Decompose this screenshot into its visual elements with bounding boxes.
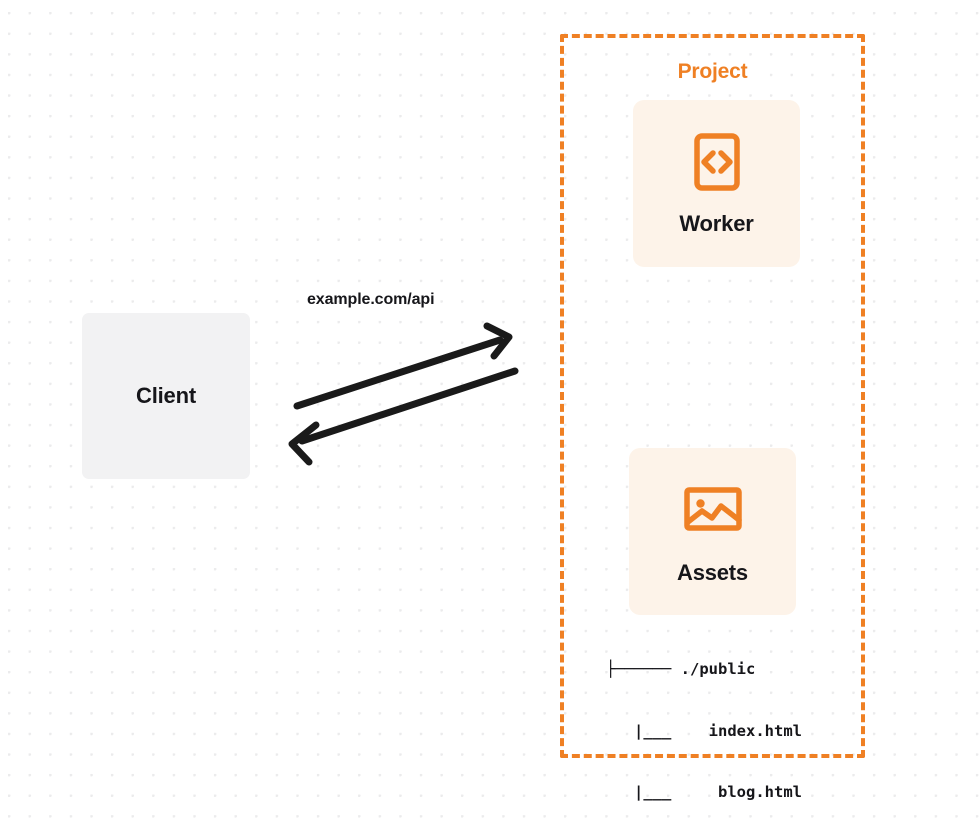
worker-card-label: Worker bbox=[679, 210, 754, 236]
client-node[interactable]: Client bbox=[82, 313, 250, 479]
image-icon bbox=[683, 486, 742, 531]
file-tree-row-index: |___ index.html bbox=[634, 721, 802, 740]
project-container: Project bbox=[560, 34, 865, 758]
worker-card[interactable]: Worker bbox=[633, 100, 800, 267]
connection-label: example.com/api bbox=[307, 291, 435, 308]
file-tree-row-root: ├────── ./public bbox=[606, 660, 756, 678]
file-tree-row-blog: |___ blog.html bbox=[634, 783, 802, 801]
project-title: Project bbox=[670, 60, 755, 84]
request-arrow-icon bbox=[293, 322, 513, 410]
assets-file-tree: ├────── ./public |___ index.html |___ bl… bbox=[606, 618, 802, 818]
assets-card[interactable]: Assets bbox=[629, 448, 796, 615]
code-brackets-icon bbox=[693, 132, 740, 191]
assets-card-label: Assets bbox=[677, 559, 748, 585]
client-label: Client bbox=[136, 383, 196, 408]
response-arrow-icon bbox=[288, 367, 519, 466]
